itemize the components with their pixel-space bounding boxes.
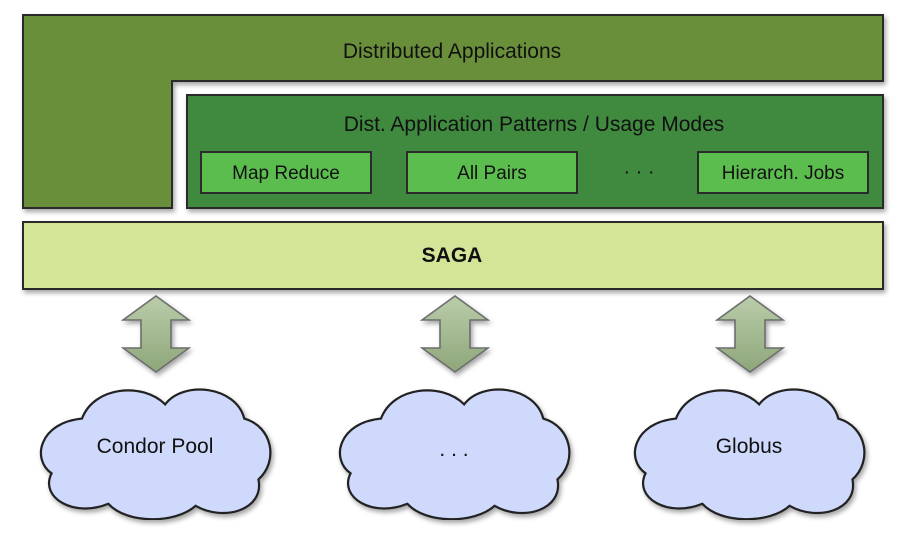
double-arrow-2 [421, 295, 489, 373]
saga-label: SAGA [422, 244, 483, 267]
distributed-applications-label: Distributed Applications [343, 40, 561, 63]
double-arrow-1 [122, 295, 190, 373]
patterns-label: Dist. Application Patterns / Usage Modes [344, 113, 725, 136]
pattern-label-map-reduce: Map Reduce [232, 163, 340, 184]
cloud-label-ellipsis: . . . [439, 438, 468, 461]
pattern-ellipsis: · · · [623, 161, 654, 183]
double-arrow-3 [716, 295, 784, 373]
pattern-label-all-pairs: All Pairs [457, 163, 527, 184]
cloud-label-globus: Globus [716, 435, 783, 458]
cloud-label-condor-pool: Condor Pool [97, 435, 214, 458]
pattern-box-hierarch-jobs [697, 151, 869, 194]
saga-layer [22, 221, 884, 290]
pattern-box-all-pairs [406, 151, 578, 194]
distributed-applications-layer [22, 14, 884, 209]
distributed-applications-shape [22, 14, 884, 209]
pattern-label-hierarch-jobs: Hierarch. Jobs [722, 163, 845, 184]
pattern-box-map-reduce [200, 151, 372, 194]
